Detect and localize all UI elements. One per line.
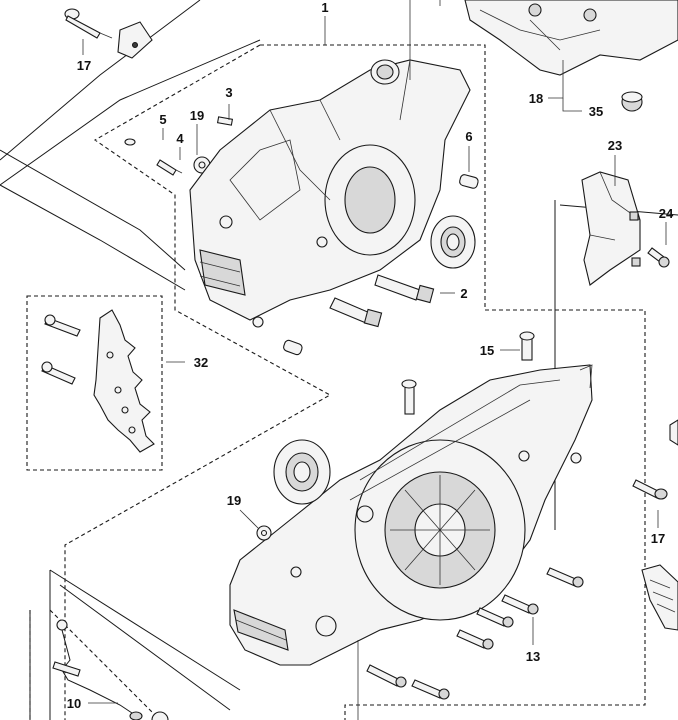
callout-19-top: 19: [190, 108, 204, 123]
callout-4: 4: [176, 131, 184, 146]
part-19-washer-lower: [256, 525, 272, 541]
part-17-bolt-right: [632, 479, 668, 500]
right-edge-fragment: [669, 419, 678, 446]
callout-32: 32: [194, 355, 208, 370]
left-boundary-dashed: [64, 44, 332, 720]
part-5-washer: [124, 138, 136, 146]
part-2-bolts: [329, 274, 435, 328]
callout-18: 18: [529, 91, 543, 106]
center-stud: [401, 379, 417, 415]
part-23-shield: [581, 171, 641, 286]
callout-leaders: [82, 0, 667, 720]
part-17-bolt-top: [64, 8, 113, 39]
part-10-cable: [52, 619, 169, 720]
dowel-lower-left: [283, 339, 303, 356]
part-18-top-housing: [464, 0, 678, 76]
callout-19-lower: 19: [227, 493, 241, 508]
callout-6: 6: [465, 129, 472, 144]
bearing-lower: [273, 439, 331, 505]
callout-17-right: 17: [651, 531, 665, 546]
part-bracket-top: [117, 21, 153, 59]
callout-5: 5: [159, 112, 166, 127]
part-1-crankcase-upper: [189, 59, 471, 328]
part-15-bolt: [519, 331, 535, 361]
callout-23: 23: [608, 138, 622, 153]
callout-10: 10: [67, 696, 81, 711]
callout-13: 13: [526, 649, 540, 664]
callout-3: 3: [225, 85, 232, 100]
callout-35: 35: [589, 104, 603, 119]
part-32-spike-bumper: [41, 309, 155, 453]
part-35-cap: [621, 91, 643, 112]
part-6-dowel: [459, 174, 479, 189]
callout-15: 15: [480, 343, 494, 358]
lower-crankcase-half: [229, 364, 593, 666]
bearing-upper: [430, 215, 476, 269]
callout-17-top: 17: [77, 58, 91, 73]
callout-labels: 1 2 3 4 5 6 10 13 15 17 17 18 19 19 23 2…: [67, 0, 674, 711]
upper-housing-group-outline: [260, 44, 646, 720]
clamp-right: [641, 564, 678, 631]
callout-2: 2: [460, 286, 467, 301]
callout-1: 1: [321, 0, 328, 15]
part-24-bolt: [647, 247, 670, 268]
part-13-bolts: [366, 567, 584, 700]
part-4-stud: [156, 159, 183, 176]
callout-24: 24: [659, 206, 674, 221]
